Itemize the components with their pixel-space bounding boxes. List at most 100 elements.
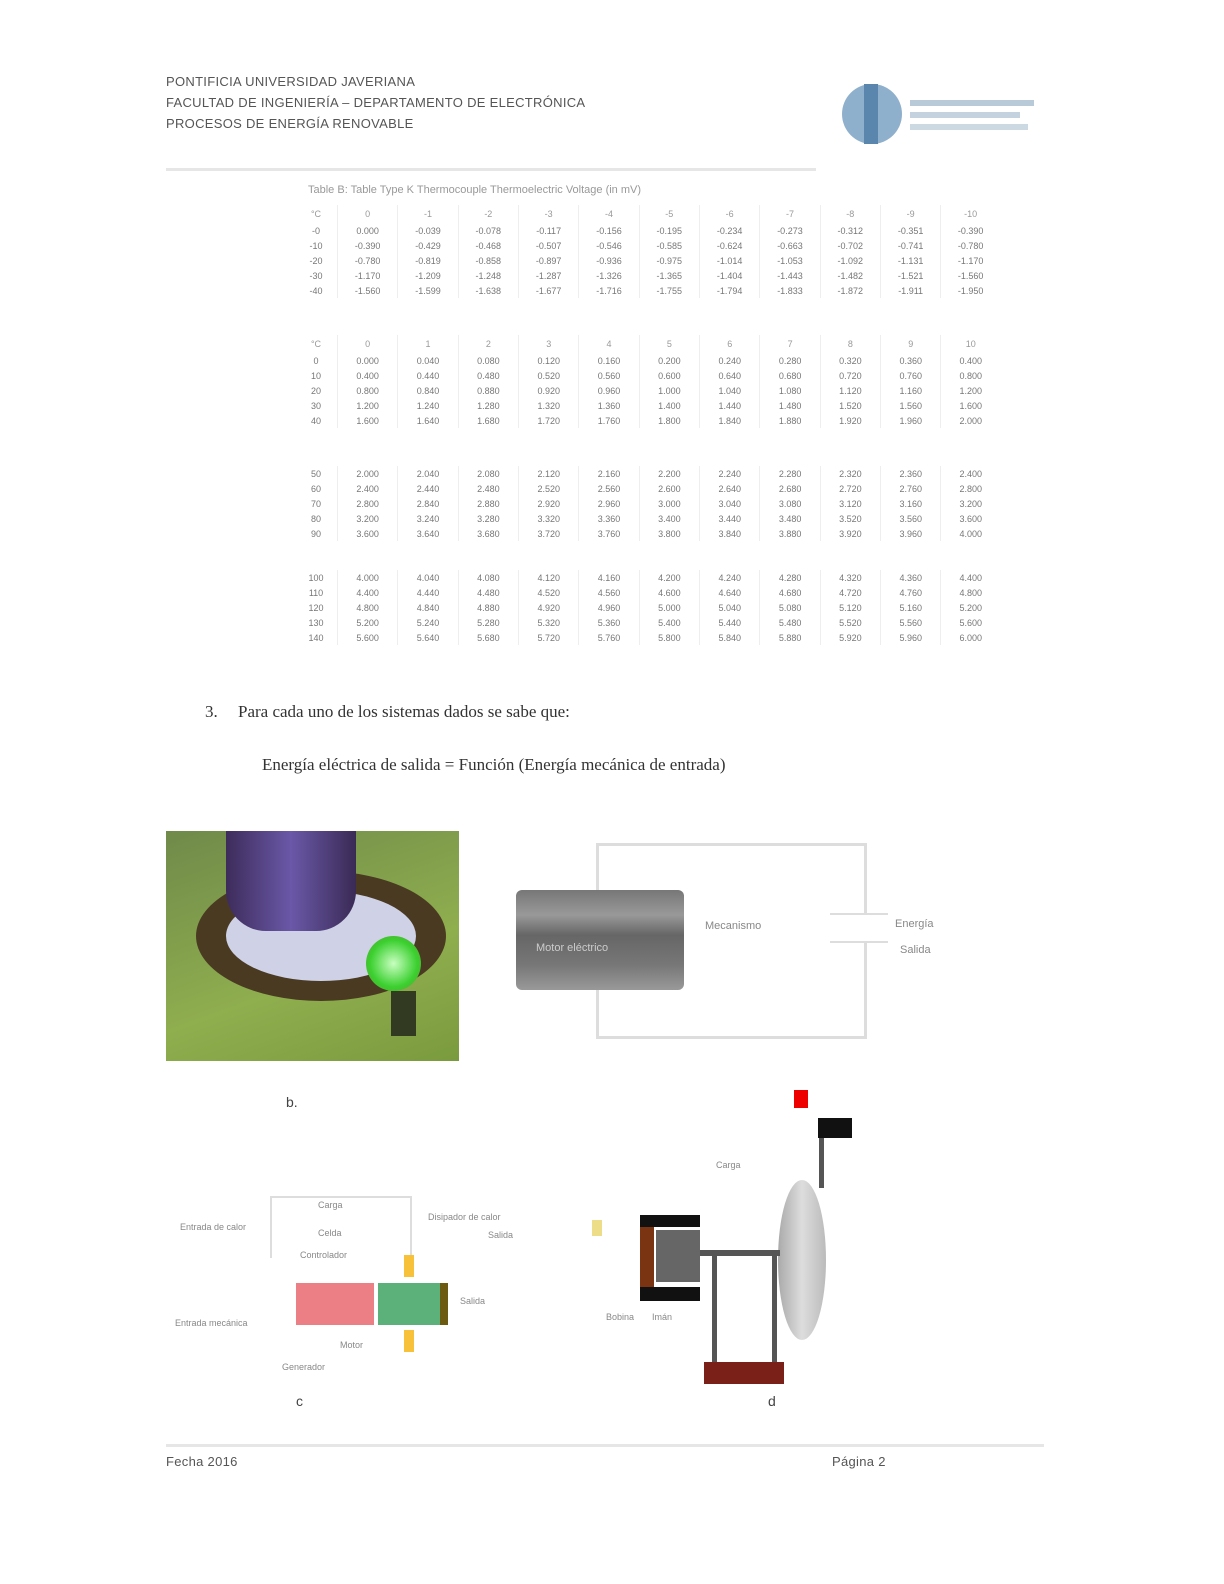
coil-top bbox=[640, 1215, 700, 1227]
plate bbox=[440, 1283, 448, 1325]
table-cell: 4.240 bbox=[699, 570, 760, 585]
table-cell: 4.040 bbox=[397, 570, 459, 585]
table-cell: 0.000 bbox=[336, 353, 398, 368]
table-cell: -0.936 bbox=[578, 253, 640, 268]
table-cell: 4.400 bbox=[940, 570, 1000, 585]
table-cell: 0.440 bbox=[397, 368, 459, 383]
flywheel-disc bbox=[778, 1180, 826, 1340]
table-cell: 2.520 bbox=[518, 481, 579, 496]
table-cell: 50 bbox=[310, 468, 321, 479]
table-cell: 2.000 bbox=[336, 466, 398, 481]
table-cell: 2.000 bbox=[940, 413, 1000, 428]
table-cell: 3.960 bbox=[880, 526, 941, 541]
table-cell: 5.240 bbox=[397, 615, 459, 630]
table-cell: 9 bbox=[880, 335, 941, 353]
wire-terminal bbox=[592, 1220, 602, 1236]
table-cell: -0.312 bbox=[819, 223, 881, 238]
red-indicator bbox=[794, 1090, 808, 1108]
table-cell: 3.080 bbox=[759, 496, 821, 511]
table-cell: 0.400 bbox=[940, 353, 1000, 368]
table-cell: -0.858 bbox=[457, 253, 519, 268]
table-cell: 1.120 bbox=[819, 383, 881, 398]
table-cell: 1.720 bbox=[518, 413, 579, 428]
table-cell: 2.960 bbox=[578, 496, 640, 511]
table-cell: 2.360 bbox=[880, 466, 941, 481]
table-cell: -1.092 bbox=[819, 253, 881, 268]
table-cell: 0.560 bbox=[578, 368, 640, 383]
table-cell: 1.200 bbox=[940, 383, 1000, 398]
black-weight bbox=[818, 1118, 852, 1138]
table-cell: 5.800 bbox=[638, 630, 700, 645]
table-cell: 2.600 bbox=[638, 481, 700, 496]
table-cell: 2.240 bbox=[699, 466, 760, 481]
motor-label: Motor eléctrico bbox=[536, 942, 609, 954]
table-cell: 3.040 bbox=[699, 496, 760, 511]
table-cell: 1.200 bbox=[336, 398, 398, 413]
table-cell: 4.640 bbox=[699, 585, 760, 600]
table-cell: 0.480 bbox=[457, 368, 519, 383]
table-cell: 2.320 bbox=[819, 466, 881, 481]
table-cell: 2.160 bbox=[578, 466, 640, 481]
table-cell: 1.680 bbox=[457, 413, 519, 428]
table-cell: -0.468 bbox=[457, 238, 519, 253]
load-label-top: Energía bbox=[895, 918, 934, 930]
table-cell: 3.160 bbox=[880, 496, 941, 511]
table-cell: -1.950 bbox=[940, 283, 1000, 298]
table-cell: -7 bbox=[759, 205, 821, 223]
table-cell: 3.840 bbox=[699, 526, 760, 541]
table-cell: 6.000 bbox=[940, 630, 1000, 645]
table-cell: 4.440 bbox=[397, 585, 459, 600]
table-cell: -2 bbox=[457, 205, 519, 223]
table-cell: -1.170 bbox=[940, 253, 1000, 268]
figure-label-b: b. bbox=[286, 1094, 298, 1110]
table-cell: 2.200 bbox=[638, 466, 700, 481]
table-cell: 90 bbox=[310, 528, 321, 539]
table-cell: -0.117 bbox=[517, 223, 579, 238]
table-cell: -0.390 bbox=[336, 238, 398, 253]
table-cell: 5.280 bbox=[457, 615, 519, 630]
table-cell: -0.780 bbox=[336, 253, 398, 268]
table-cell: °C bbox=[310, 209, 322, 219]
table-cell: 3.800 bbox=[638, 526, 700, 541]
cell-label: Celda bbox=[318, 1228, 342, 1238]
coil bbox=[640, 1227, 654, 1287]
load-label-bottom: Salida bbox=[900, 944, 931, 956]
cold-block bbox=[378, 1283, 440, 1325]
table-cell: 3.720 bbox=[518, 526, 579, 541]
device-photo bbox=[166, 831, 459, 1061]
table-cell: 0.840 bbox=[397, 383, 459, 398]
table-cell: 1.560 bbox=[880, 398, 941, 413]
table-cell: 1.160 bbox=[880, 383, 941, 398]
table-cell: 0.600 bbox=[638, 368, 700, 383]
table-cell: 4.920 bbox=[518, 600, 579, 615]
table-cell: -1.365 bbox=[638, 268, 700, 283]
table-cell: 5.080 bbox=[759, 600, 821, 615]
footer-divider bbox=[166, 1444, 1044, 1447]
table-cell: -0.663 bbox=[759, 238, 821, 253]
table-cell: 20 bbox=[310, 385, 321, 396]
table-cell: 4.720 bbox=[819, 585, 881, 600]
table-title: Table B: Table Type K Thermocouple Therm… bbox=[308, 184, 642, 196]
table-cell: 4.480 bbox=[457, 585, 519, 600]
table-cell: 4.320 bbox=[819, 570, 881, 585]
table-cell: 5.160 bbox=[880, 600, 941, 615]
stand-left bbox=[712, 1256, 717, 1366]
table-cell: -0.195 bbox=[638, 223, 700, 238]
table-cell: -1.443 bbox=[759, 268, 821, 283]
table-cell: -0.819 bbox=[397, 253, 459, 268]
figure-label-d: d bbox=[768, 1393, 776, 1409]
table-cell: 0.920 bbox=[518, 383, 579, 398]
base bbox=[704, 1362, 784, 1384]
table-cell: °C bbox=[310, 339, 322, 349]
table-cell: 0.680 bbox=[759, 368, 821, 383]
header-university: PONTIFICIA UNIVERSIDAD JAVERIANA bbox=[166, 74, 416, 89]
table-cell: 0.760 bbox=[880, 368, 941, 383]
table-cell: 2.680 bbox=[759, 481, 821, 496]
table-cell: 2.840 bbox=[397, 496, 459, 511]
